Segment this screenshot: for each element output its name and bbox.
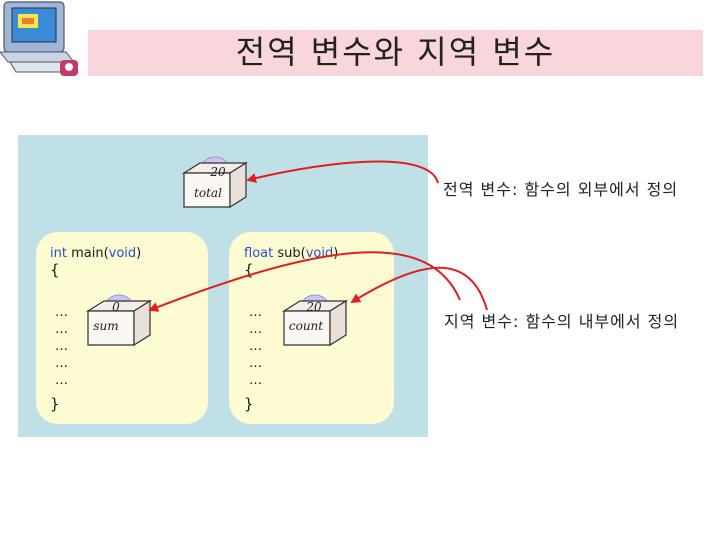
- sub-close-paren: ): [333, 246, 339, 261]
- global-var-value: 20: [210, 165, 226, 179]
- title-bar: 전역 변수와 지역 변수: [88, 30, 703, 76]
- sub-local-var-name: count: [288, 319, 324, 333]
- sub-dots-1: …: [249, 322, 262, 337]
- main-name: main(: [66, 246, 109, 261]
- main-dots-0: …: [55, 305, 68, 320]
- main-local-variable-box-icon: [85, 294, 153, 347]
- sub-dots-3: …: [249, 356, 262, 371]
- sub-dots-0: …: [249, 305, 262, 320]
- main-close-brace: }: [50, 395, 60, 413]
- sub-open-brace: {: [244, 261, 254, 279]
- main-local-var-value: 0: [112, 300, 120, 314]
- main-param: void: [108, 246, 137, 261]
- arrow-local-main: [148, 251, 461, 312]
- main-close-paren: ): [136, 246, 142, 261]
- main-open-brace: {: [50, 261, 60, 279]
- sub-keyword: float: [244, 246, 274, 261]
- computer-icon: [0, 1, 79, 76]
- main-dots-3: …: [55, 356, 68, 371]
- main-signature: int main(void): [50, 246, 141, 261]
- arrow-local-sub: [350, 266, 488, 311]
- sub-dots-4: …: [249, 373, 262, 388]
- main-dots-4: …: [55, 373, 68, 388]
- main-local-var-name: sum: [93, 319, 119, 333]
- global-var-name: total: [194, 186, 222, 200]
- sub-close-brace: }: [244, 395, 254, 413]
- page-title: 전역 변수와 지역 변수: [235, 33, 556, 71]
- diagram-panel: int main(void) { … … … … … } float sub( v…: [18, 135, 428, 437]
- sub-dots-2: …: [249, 339, 262, 354]
- main-dots-2: …: [55, 339, 68, 354]
- main-dots-1: …: [55, 322, 68, 337]
- sub-local-variable-box-icon: [281, 294, 349, 347]
- global-variable-box-icon: [181, 156, 249, 209]
- local-variable-annotation: 지역 변수: 함수의 내부에서 정의: [444, 312, 680, 331]
- main-keyword: int: [50, 246, 67, 261]
- arrow-global: [246, 160, 439, 184]
- sub-local-var-value: 20: [306, 300, 322, 314]
- sub-name: sub(: [273, 246, 306, 261]
- global-variable-annotation: 전역 변수: 함수의 외부에서 정의: [443, 180, 679, 199]
